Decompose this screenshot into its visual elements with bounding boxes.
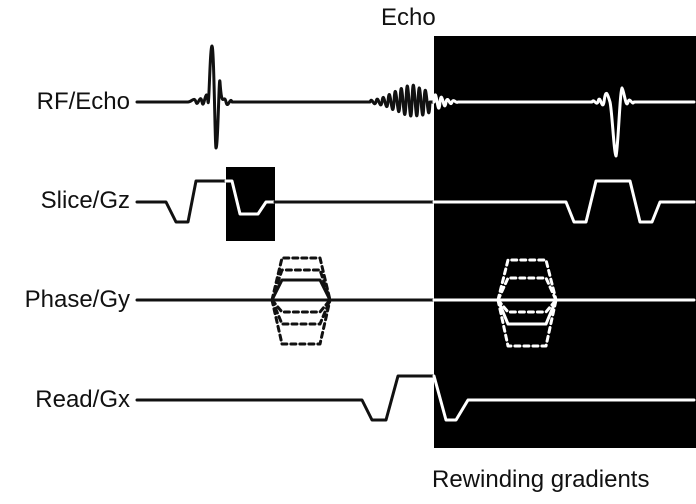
slice-gz-trace-rewind [432, 179, 696, 224]
phase-gy-rewinder-steps [496, 258, 558, 348]
slice-gz-trace [135, 179, 228, 224]
slice-gz-refocus [224, 179, 277, 216]
rf-echo-trace [135, 44, 436, 150]
row-label-phase: Phase/Gy [24, 286, 130, 313]
read-gx-trace [135, 374, 436, 422]
rf-echo-trace-rewind [432, 86, 696, 158]
phase-gy-rewinder [496, 298, 558, 326]
rewinding-region [434, 36, 696, 448]
row-label-slice: Slice/Gz [40, 187, 130, 214]
phase-gy-encode [270, 278, 332, 302]
row-label-rf: RF/Echo [36, 88, 130, 115]
rewinding-gradients-annotation: Rewinding gradients [432, 466, 650, 493]
phase-gy-steps [270, 256, 332, 346]
slice-select-box [226, 167, 275, 241]
row-label-read: Read/Gx [35, 386, 130, 413]
echo-annotation: Echo [381, 4, 436, 31]
read-gx-rewind [432, 374, 696, 422]
